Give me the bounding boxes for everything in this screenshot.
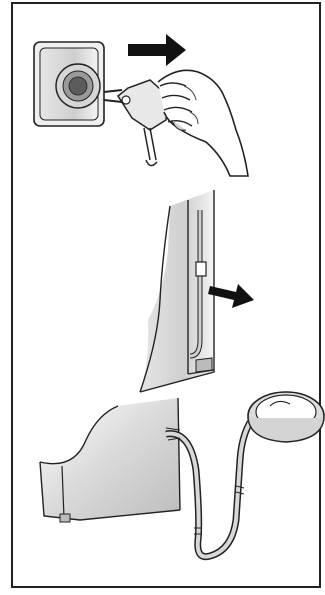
power-plug — [104, 80, 168, 166]
pull-arrow-icon — [128, 34, 186, 66]
drain-hose-into-bowl-icon — [40, 392, 324, 557]
washer-corner — [40, 398, 180, 522]
unplug-power-cord-icon — [34, 34, 248, 176]
detach-drain-hose-icon — [140, 190, 254, 392]
drain-bowl — [248, 392, 324, 442]
wall-socket — [34, 42, 104, 126]
hand — [158, 70, 248, 176]
detach-arrow-icon — [208, 284, 254, 308]
washer-foot — [196, 358, 212, 372]
